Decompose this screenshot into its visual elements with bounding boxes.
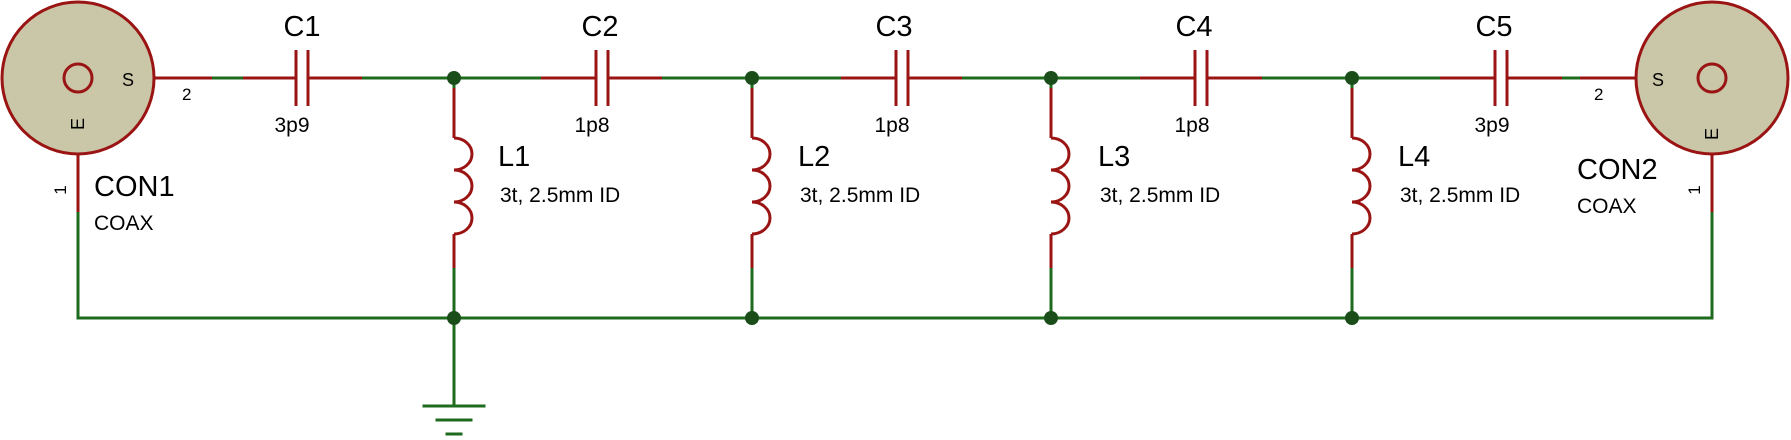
connector-ref: CON1 xyxy=(94,171,175,203)
junctions xyxy=(447,71,1359,325)
inductor-l3: L3 3t, 2.5mm ID xyxy=(1049,88,1220,268)
inductor-coil xyxy=(1050,136,1071,236)
inductor-value: 3t, 2.5mm ID xyxy=(1100,184,1220,207)
connector-type: COAX xyxy=(94,212,154,235)
junction-dot xyxy=(447,311,461,325)
inductor-l1: L1 3t, 2.5mm ID xyxy=(452,88,620,268)
coax-center-pin xyxy=(1696,62,1728,94)
pin-signal-label: S xyxy=(1652,70,1664,90)
pin-number-signal: 2 xyxy=(1594,85,1603,104)
inductor-value: 3t, 2.5mm ID xyxy=(800,184,920,207)
connector-ref: CON2 xyxy=(1577,154,1658,186)
capacitor-value: 1p8 xyxy=(574,114,609,137)
inductor-value: 3t, 2.5mm ID xyxy=(500,184,620,207)
junction-dot xyxy=(1044,71,1058,85)
inductor-ref: L4 xyxy=(1398,141,1430,173)
junction-dot xyxy=(447,71,461,85)
capacitor-value: 3p9 xyxy=(274,114,309,137)
capacitor-ref: C3 xyxy=(875,11,912,43)
capacitor-value: 3p9 xyxy=(1474,114,1509,137)
inductor-ref: L3 xyxy=(1098,141,1130,173)
capacitor-ref: C5 xyxy=(1475,11,1512,43)
coax-center-pin xyxy=(62,62,94,94)
capacitor-ref: C4 xyxy=(1175,11,1212,43)
pin-number-signal: 2 xyxy=(182,85,191,104)
junction-dot xyxy=(1345,71,1359,85)
capacitor-ref: C2 xyxy=(581,11,618,43)
connector-type: COAX xyxy=(1577,195,1637,218)
pin-earth-label: E xyxy=(1702,128,1722,140)
inductor-value: 3t, 2.5mm ID xyxy=(1400,184,1520,207)
connector-con1: S E 2 1 CON1 COAX xyxy=(0,0,212,235)
inductor-ref: L1 xyxy=(498,141,530,173)
capacitor-ref: C1 xyxy=(283,11,320,43)
capacitor-value: 1p8 xyxy=(1174,114,1209,137)
capacitor-c4: C4 1p8 xyxy=(1140,11,1262,137)
inductor-coil xyxy=(453,136,474,236)
inductor-l2: L2 3t, 2.5mm ID xyxy=(750,88,920,268)
junction-dot xyxy=(745,71,759,85)
capacitor-c1: C1 3p9 xyxy=(243,11,362,137)
connector-con2: S E 2 1 CON2 COAX xyxy=(1577,0,1790,218)
pin-signal-label: S xyxy=(122,70,134,90)
inductor-coil xyxy=(751,136,772,236)
inductor-ref: L2 xyxy=(798,141,830,173)
junction-dot xyxy=(1044,311,1058,325)
junction-dot xyxy=(745,311,759,325)
capacitor-c5: C5 3p9 xyxy=(1440,11,1562,137)
junction-dot xyxy=(1345,311,1359,325)
inductor-coil xyxy=(1351,136,1372,236)
pin-number-ground: 1 xyxy=(1685,185,1704,194)
pin-number-ground: 1 xyxy=(51,185,70,194)
capacitor-value: 1p8 xyxy=(874,114,909,137)
ground-symbol xyxy=(422,404,486,436)
pin-earth-label: E xyxy=(68,118,88,130)
inductor-l4: L4 3t, 2.5mm ID xyxy=(1350,88,1520,268)
capacitor-c2: C2 1p8 xyxy=(541,11,662,137)
capacitor-c3: C3 1p8 xyxy=(841,11,962,137)
